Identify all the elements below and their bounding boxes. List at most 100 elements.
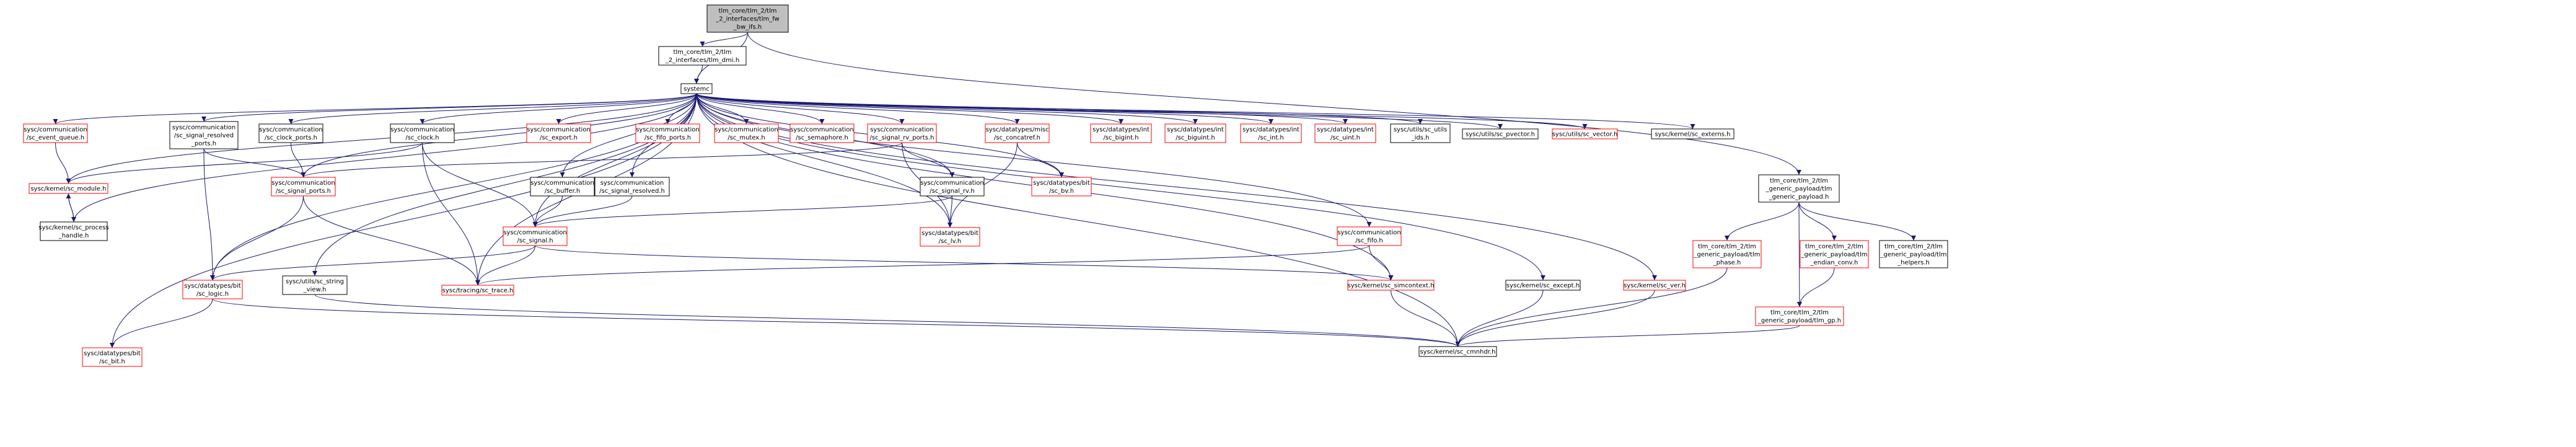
edge-systemc-to-signal_ports	[301, 93, 697, 178]
node-box-sc_fifo	[1337, 226, 1402, 246]
node-fifo_ports[interactable]: sysc/communication/sc_fifo_ports.h	[635, 123, 700, 143]
node-signal_rv_ports[interactable]: sysc/communication/sc_signal_rv_ports.h	[867, 123, 937, 143]
node-event_queue[interactable]: sysc/communication/sc_event_queue.h	[23, 123, 88, 143]
edge-signal_rv_ports-to-signal_rv	[902, 142, 955, 178]
node-box-string_view	[282, 275, 348, 295]
node-sc_logic[interactable]: sysc/datatypes/bit/sc_logic.h	[182, 280, 243, 299]
edge-tlm_phase-to-cmnhdr	[1455, 267, 1728, 347]
node-label-sc_vector-0: sysc/utils/sc_vector.h	[1552, 131, 1618, 138]
node-label-signal_rv-1: /sc_signal_rv.h	[930, 188, 974, 195]
node-sc_mutex[interactable]: sysc/communication/sc_mutex.h	[714, 123, 779, 143]
node-endian_conv[interactable]: tlm_core/tlm_2/tlm_generic_payload/tlm_e…	[1800, 240, 1869, 268]
node-label-sc_mutex-1: /sc_mutex.h	[728, 135, 765, 141]
node-label-signal_resolved_ports-0: sysc/communication	[172, 125, 236, 131]
node-sc_externs[interactable]: sysc/kernel/sc_externs.h	[1651, 128, 1734, 139]
edge-sc_clock-to-sc_trace	[422, 142, 480, 286]
edge-simcontext-to-cmnhdr	[1391, 290, 1461, 347]
node-systemc[interactable]: systemc	[680, 83, 713, 94]
node-sc_export[interactable]: sysc/communication/sc_export.h	[526, 123, 591, 143]
node-process_handle[interactable]: sysc/kernel/sc_process_handle.h	[38, 221, 109, 241]
node-label-sc_export-0: sysc/communication	[527, 126, 591, 133]
node-label-sc_trace-0: sysc/tracing/sc_trace.h	[442, 288, 514, 294]
node-sc_module[interactable]: sysc/kernel/sc_module.h	[29, 183, 108, 194]
node-label-sc_bit-1: /sc_bit.h	[99, 358, 125, 365]
node-cmnhdr[interactable]: sysc/kernel/sc_cmnhdr.h	[1418, 346, 1497, 357]
edge-systemc-to-sc_externs	[696, 93, 1695, 130]
node-sc_bigint[interactable]: sysc/datatypes/int/sc_bigint.h	[1090, 123, 1152, 143]
node-simcontext[interactable]: sysc/kernel/sc_simcontext.h	[1347, 280, 1435, 291]
node-label-sc_export-1: /sc_export.h	[540, 135, 578, 141]
node-utils_ids[interactable]: sysc/utils/sc_utils_ids.h	[1390, 123, 1451, 143]
node-box-sc_bit	[82, 347, 143, 367]
node-label-tlm_phase-1: _generic_payload/tlm	[1694, 252, 1761, 259]
edge-systemc-to-signal_resolved_ports	[201, 93, 697, 122]
edge-systemc-to-process_handle	[71, 93, 697, 223]
node-label-concatref-1: /sc_concatref.h	[994, 135, 1040, 141]
node-box-sc_clock	[390, 123, 455, 143]
node-signal_resolved[interactable]: sysc/communication/sc_signal_resolved.h	[594, 177, 670, 197]
node-clock_ports[interactable]: sysc/communication/sc_clock_ports.h	[258, 123, 323, 143]
node-box-cmnhdr	[1418, 346, 1497, 357]
node-sc_semaphore[interactable]: sysc/communication/sc_semaphore.h	[789, 123, 855, 143]
node-sc_uint[interactable]: sysc/datatypes/int/sc_uint.h	[1314, 123, 1376, 143]
node-concatref[interactable]: sysc/datatypes/misc/sc_concatref.h	[985, 123, 1050, 143]
node-sc_bit[interactable]: sysc/datatypes/bit/sc_bit.h	[82, 347, 143, 367]
node-label-sc_fifo-1: /sc_fifo.h	[1355, 237, 1383, 244]
node-label-clock_ports-0: sysc/communication	[259, 126, 323, 133]
node-dmi[interactable]: tlm_core/tlm_2/tlm_2_interfaces/tlm_dmi.…	[658, 46, 747, 66]
node-label-sc_module-0: sysc/kernel/sc_module.h	[30, 186, 106, 193]
node-sc_vector[interactable]: sysc/utils/sc_vector.h	[1552, 128, 1618, 139]
edge-sc_except-to-cmnhdr	[1455, 290, 1544, 347]
node-label-string_view-0: sysc/utils/sc_string	[286, 278, 344, 285]
edge-generic_payload-to-tlm_gp	[1796, 201, 1802, 308]
edge-systemc-to-event_queue	[53, 93, 697, 125]
node-box-sc_int	[1240, 123, 1302, 143]
node-label-sc_bigint-1: /sc_bigint.h	[1103, 135, 1138, 141]
node-signal_ports[interactable]: sysc/communication/sc_signal_ports.h	[271, 177, 336, 197]
edge-signal_rv_ports-to-signal_ports	[301, 142, 902, 178]
node-label-root-0: tlm_core/tlm_2/tlm	[718, 8, 776, 15]
node-label-concatref-0: sysc/datatypes/misc	[986, 126, 1049, 133]
node-sc_except[interactable]: sysc/kernel/sc_except.h	[1505, 280, 1581, 291]
node-tlm_phase[interactable]: tlm_core/tlm_2/tlm_generic_payload/tlm_p…	[1692, 240, 1762, 268]
edge-sc_fifo-to-sc_trace	[475, 245, 1369, 286]
node-string_view[interactable]: sysc/utils/sc_string_view.h	[282, 275, 348, 295]
node-signal_resolved_ports[interactable]: sysc/communication/sc_signal_resolved_po…	[169, 121, 239, 149]
node-sc_fifo[interactable]: sysc/communication/sc_fifo.h	[1337, 226, 1402, 246]
node-tlm_helpers[interactable]: tlm_core/tlm_2/tlm_generic_payload/tlm_h…	[1879, 240, 1948, 268]
node-generic_payload[interactable]: tlm_core/tlm_2/tlm_generic_payload/tlm_g…	[1758, 174, 1840, 203]
node-sc_signal[interactable]: sysc/communication/sc_signal.h	[503, 226, 568, 246]
node-sc_int[interactable]: sysc/datatypes/int/sc_int.h	[1240, 123, 1302, 143]
node-signal_rv[interactable]: sysc/communication/sc_signal_rv.h	[920, 177, 985, 197]
node-pvector[interactable]: sysc/utils/sc_pvector.h	[1462, 128, 1539, 139]
node-sc_trace[interactable]: sysc/tracing/sc_trace.h	[441, 285, 514, 296]
node-box-utils_ids	[1390, 123, 1451, 143]
node-label-sc_biguint-0: sysc/datatypes/int	[1167, 126, 1224, 133]
node-box-sc_logic	[182, 280, 243, 299]
node-box-event_queue	[23, 123, 88, 143]
node-root[interactable]: tlm_core/tlm_2/tlm_2_interfaces/tlm_fw_b…	[706, 4, 789, 33]
edge-systemc-to-sc_semaphore	[696, 93, 825, 125]
node-box-fifo_ports	[635, 123, 700, 143]
node-box-sc_vector	[1552, 128, 1618, 139]
node-box-signal_resolved_ports	[169, 121, 239, 149]
node-sc_biguint[interactable]: sysc/datatypes/int/sc_biguint.h	[1164, 123, 1226, 143]
node-sc_clock[interactable]: sysc/communication/sc_clock.h	[390, 123, 455, 143]
node-label-fifo_ports-1: /sc_fifo_ports.h	[644, 135, 691, 141]
node-box-sc_semaphore	[789, 123, 855, 143]
node-tlm_gp[interactable]: tlm_core/tlm_2/tlm_generic_payload/tlm_g…	[1755, 306, 1844, 326]
node-box-clock_ports	[258, 123, 323, 143]
node-sc_buffer[interactable]: sysc/communication/sc_buffer.h	[530, 177, 595, 197]
node-sc_lv[interactable]: sysc/datatypes/bit/sc_lv.h	[920, 227, 980, 247]
node-sc_bv[interactable]: sysc/datatypes/bit/sc_bv.h	[1031, 177, 1092, 197]
node-label-sc_biguint-1: /sc_biguint.h	[1176, 135, 1215, 141]
edge-concatref-to-sc_bv	[1017, 142, 1064, 178]
node-label-tlm_helpers-0: tlm_core/tlm_2/tlm	[1884, 244, 1943, 250]
node-label-signal_rv_ports-1: /sc_signal_rv_ports.h	[870, 135, 934, 141]
node-sc_ver[interactable]: sysc/kernel/sc_ver.h	[1623, 280, 1686, 291]
node-label-pvector-0: sysc/utils/sc_pvector.h	[1466, 131, 1535, 138]
node-label-tlm_phase-2: _phase.h	[1713, 260, 1741, 267]
node-label-utils_ids-1: _ids.h	[1411, 135, 1430, 141]
edge-systemc-to-concatref	[696, 93, 1020, 125]
